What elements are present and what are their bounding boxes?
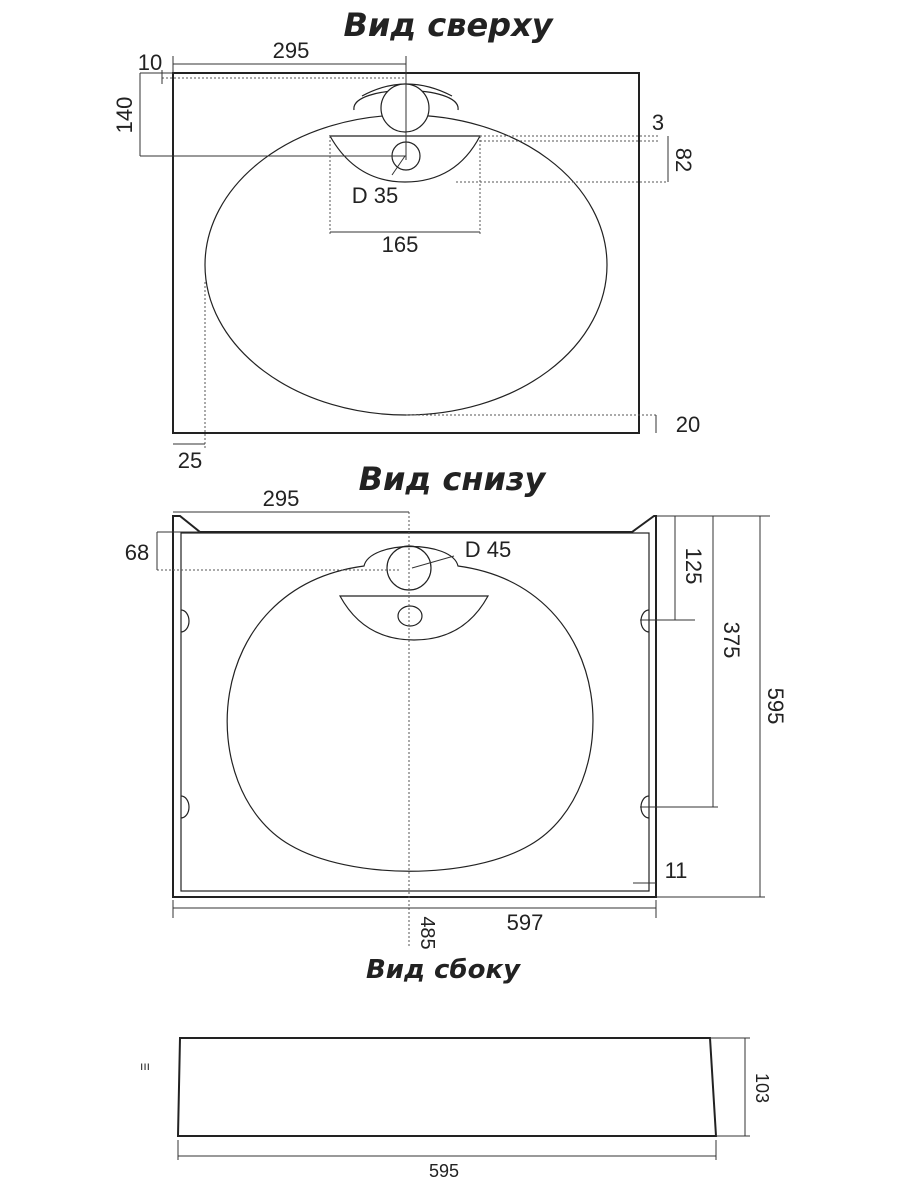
bottom-dim-597: 597 [507,910,544,935]
side-dim-595: 595 [429,1161,459,1181]
top-dim-d35: D 35 [352,183,398,208]
side-view-title: Вид сбоку [366,955,521,985]
bottom-inner-frame [180,532,650,892]
bottom-dim-375: 375 [719,622,744,659]
top-view-title: Вид сверху [343,6,553,44]
side-view: Вид сбоку ııı 103 595 [140,955,772,1181]
top-faucet-hole [380,83,430,133]
top-view: Вид сверху 295 10 140 3 82 [112,6,700,473]
bottom-dim-125: 125 [681,548,706,585]
bottom-bowl-outline [226,545,594,872]
bottom-dim-d45: D 45 [465,537,511,562]
top-dim-82: 82 [671,148,696,172]
bottom-dim-595: 595 [763,688,788,725]
top-dim-3: 3 [652,110,664,135]
top-dim-20: 20 [676,412,700,437]
bottom-slot-left-bottom [180,795,190,819]
bottom-view-title: Вид снизу [359,460,547,498]
bottom-dim-68: 68 [125,540,149,565]
side-profile-outline [176,1037,718,1137]
bottom-slot-left-top [180,609,190,633]
bottom-dim-11: 11 [665,858,688,883]
top-dim-295: 295 [273,38,310,63]
side-dim-103: 103 [752,1073,772,1103]
bottom-drain-shelf [338,595,490,641]
bottom-slot-right-top [640,609,650,633]
bottom-drain-hole [397,605,423,627]
bottom-dim-485: 485 [416,916,438,949]
bottom-dim-295: 295 [263,486,300,511]
top-dim-10: 10 [138,50,162,75]
side-clipped-glyph: ııı [140,1059,150,1073]
top-dim-25: 25 [178,448,202,473]
top-drain-shelf [328,135,481,183]
top-dim-140: 140 [112,97,137,134]
bottom-view: Вид снизу 295 68 D 45 125 375 [125,460,788,950]
top-dim-165: 165 [382,232,419,257]
